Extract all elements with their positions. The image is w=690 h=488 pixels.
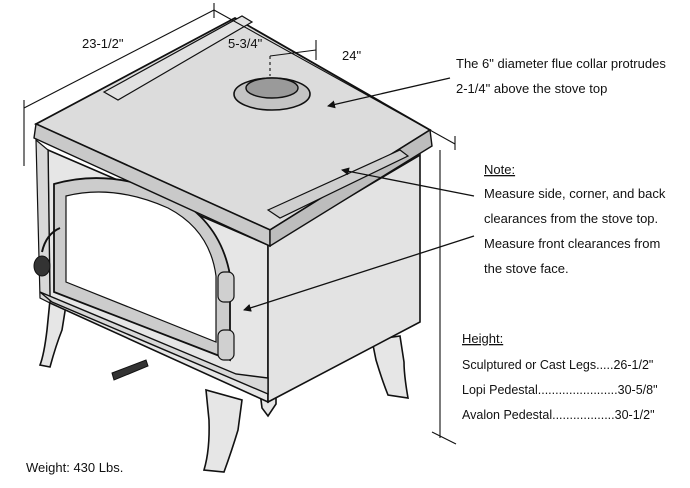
front-left-leg xyxy=(38,298,67,368)
height-row-lopi: Lopi Pedestal.......................30-5… xyxy=(462,383,658,397)
front-center-leg xyxy=(202,388,243,473)
flue-collar xyxy=(233,77,311,111)
ash-lip xyxy=(39,291,269,396)
flue-callout-arrow xyxy=(327,77,451,109)
note-heading: Note: xyxy=(484,162,515,177)
note-line1: Measure side, corner, and back xyxy=(484,186,666,201)
flue-collar-opening xyxy=(245,77,299,99)
top-side-heat-shield xyxy=(266,149,410,219)
note-line2: clearances from the stove top. xyxy=(484,211,658,226)
top-back-heat-shield xyxy=(102,15,254,101)
height-heading: Height: xyxy=(462,331,503,346)
weight-label: Weight: 430 Lbs. xyxy=(26,460,123,475)
note-line4: the stove face. xyxy=(484,261,569,276)
door-hinge-upper xyxy=(217,271,235,303)
width-dimension-line xyxy=(23,9,215,109)
door-glass xyxy=(65,191,217,343)
height-row-avalon: Avalon Pedestal..................30-1/2" xyxy=(462,408,655,422)
air-control-lever-icon xyxy=(111,359,149,381)
note-line3: Measure front clearances from xyxy=(484,236,660,251)
depth-dimension-label: 24" xyxy=(342,48,361,63)
flue-offset-line xyxy=(269,49,317,57)
flue-callout-line2: 2-1/4" above the stove top xyxy=(456,81,607,96)
door-hinge-lower xyxy=(217,329,235,361)
stove-door xyxy=(33,177,235,362)
dimension-lines xyxy=(23,3,457,445)
flue-offset-label: 5-3/4" xyxy=(228,36,263,51)
stove-legs xyxy=(38,298,409,473)
back-right-leg xyxy=(371,335,409,399)
depth-dimension-line xyxy=(213,9,456,145)
flue-callout-line1: The 6" diameter flue collar protrudes xyxy=(456,56,666,71)
width-dimension-label: 23-1/2" xyxy=(82,36,124,51)
door-handle-knob-icon xyxy=(33,255,51,277)
door-handle xyxy=(41,227,61,253)
front-clearance-callout-arrow xyxy=(243,235,475,312)
stove-left-edge xyxy=(35,138,51,304)
clearance-callout-arrow xyxy=(341,167,475,197)
height-row-sculptured: Sculptured or Cast Legs.....26-1/2" xyxy=(462,358,653,372)
callout-arrows xyxy=(243,77,475,312)
